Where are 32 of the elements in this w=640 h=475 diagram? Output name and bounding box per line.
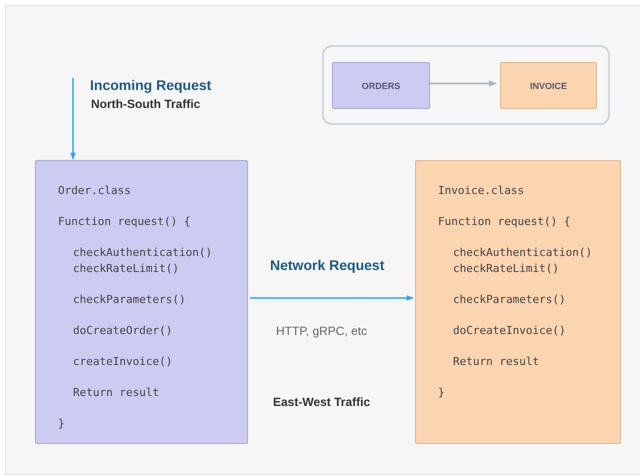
code-line: Return result [73, 386, 160, 400]
protocol-note: HTTP, gRPC, etc [276, 324, 368, 338]
box-label: INVOICE [528, 80, 568, 90]
code-line: checkParameters() [73, 293, 186, 307]
subheading: North-South Traffic [91, 97, 200, 111]
code-line: checkParameters() [453, 293, 566, 307]
code-line: checkRateLimit() [453, 262, 559, 276]
code-panel [415, 160, 621, 444]
legend-panel [322, 45, 610, 125]
code-line: createInvoice() [73, 355, 172, 369]
code-line: Order.class [58, 184, 131, 198]
arrow [430, 80, 497, 87]
code-line: doCreateInvoice() [453, 324, 566, 338]
edge-label: Network Request [270, 257, 384, 273]
code-line: Return result [453, 355, 540, 369]
arrow [70, 78, 76, 160]
code-line: } [58, 417, 65, 431]
code-line: Invoice.class [438, 184, 524, 198]
box-label: ORDERS [360, 80, 402, 90]
code-line: doCreateOrder() [73, 324, 172, 338]
service-box [332, 62, 430, 109]
code-line: checkRateLimit() [73, 262, 179, 276]
code-panel [35, 160, 248, 444]
service-box [500, 62, 597, 109]
heading: Incoming Request [90, 77, 212, 93]
code-line: checkAuthentication() [453, 246, 592, 260]
code-line: Function request() { [58, 215, 190, 229]
traffic-note: East-West Traffic [273, 395, 370, 409]
arrow [250, 295, 414, 301]
code-line: checkAuthentication() [73, 246, 212, 260]
code-line: } [438, 386, 445, 400]
code-line: Function request() { [438, 215, 570, 229]
